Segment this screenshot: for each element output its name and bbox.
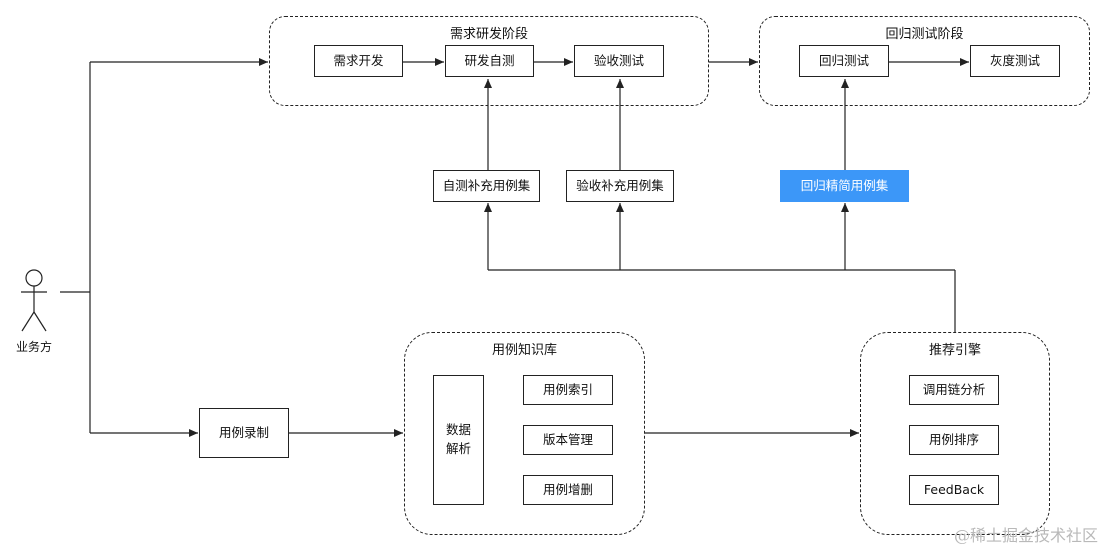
- node-version-mgmt: 版本管理: [523, 425, 613, 455]
- actor-label: 业务方: [16, 340, 53, 354]
- node-call-chain: 调用链分析: [909, 375, 999, 405]
- group-title: 推荐引擎: [928, 343, 981, 358]
- node-case-sort: 用例排序: [909, 425, 999, 455]
- actor-figure: [21, 269, 47, 332]
- node-acceptance-test: 验收测试: [574, 45, 664, 77]
- group-title: 需求研发阶段: [449, 27, 528, 42]
- node-case-crud: 用例增删: [523, 475, 613, 505]
- node-req-dev: 需求开发: [314, 45, 403, 77]
- node-case-index: 用例索引: [523, 375, 613, 405]
- node-self-test: 研发自测: [445, 45, 534, 77]
- group-requirement-phase: 需求研发阶段: [269, 16, 709, 106]
- node-regression-test: 回归测试: [799, 45, 889, 77]
- group-title: 回归测试阶段: [885, 27, 964, 42]
- node-gray-test: 灰度测试: [970, 45, 1060, 77]
- group-case-knowledge-base: 用例知识库: [404, 332, 645, 535]
- group-recommend-engine: 推荐引擎: [860, 332, 1050, 535]
- node-regression-cases: 回归精简用例集: [780, 170, 909, 202]
- group-title: 用例知识库: [491, 343, 557, 358]
- node-acceptance-cases: 验收补充用例集: [566, 170, 674, 202]
- watermark: @稀土掘金技术社区: [953, 526, 1098, 545]
- node-self-test-cases: 自测补充用例集: [433, 170, 540, 202]
- node-feedback: FeedBack: [909, 475, 999, 505]
- node-case-record: 用例录制: [199, 408, 289, 458]
- node-data-parse: 数据 解析: [433, 375, 484, 505]
- group-regression-phase: 回归测试阶段: [759, 16, 1090, 106]
